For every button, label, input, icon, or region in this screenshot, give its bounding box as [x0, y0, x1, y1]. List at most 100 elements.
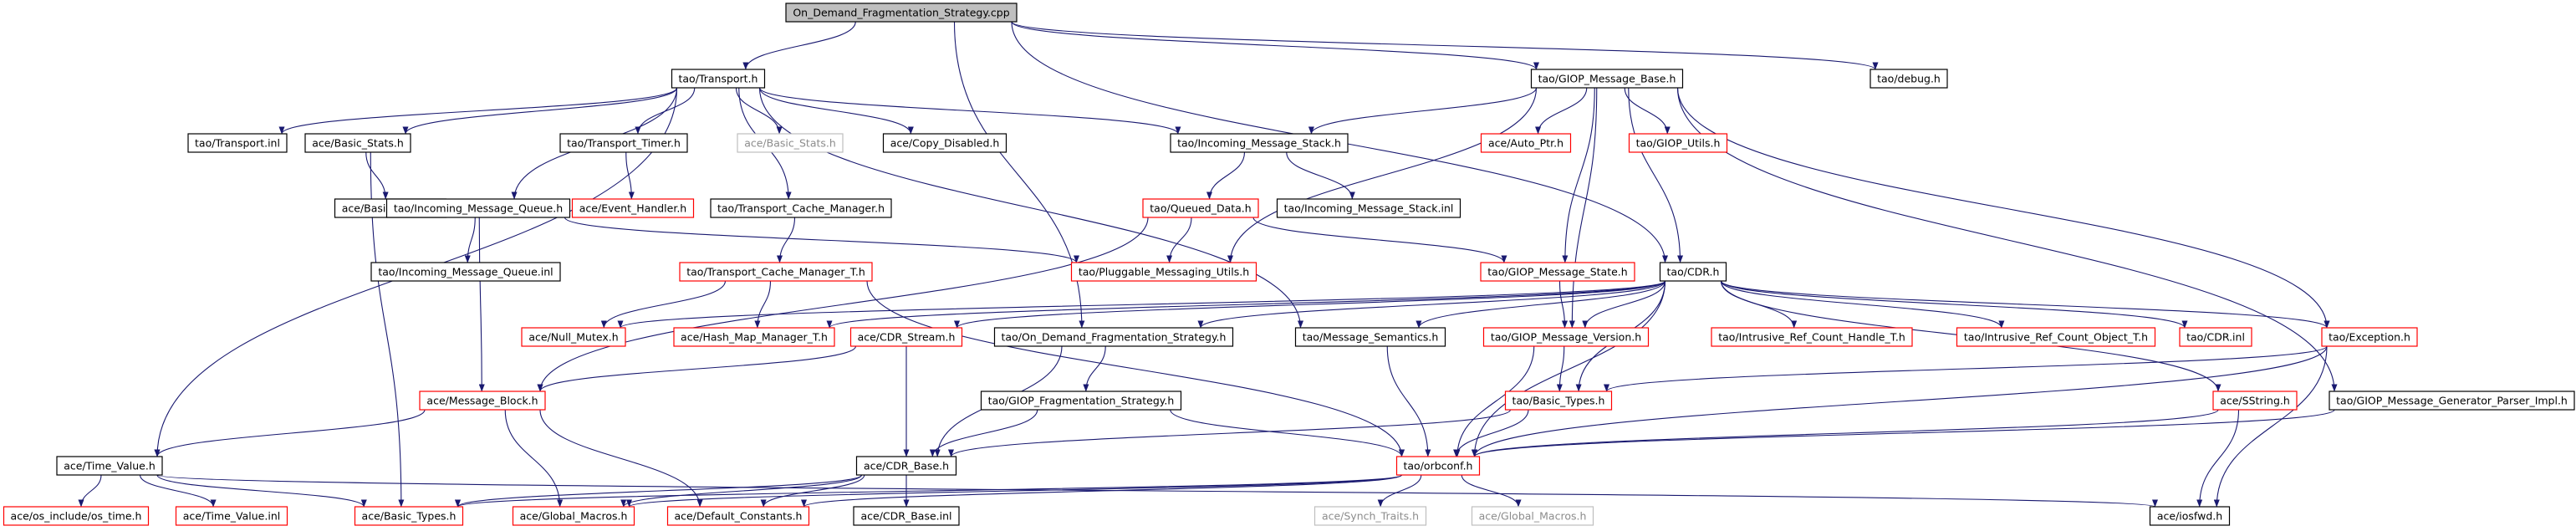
node-ace-copy-disabled-h[interactable]: ace/Copy_Disabled.h	[882, 133, 1007, 153]
node-ace-sstring-h[interactable]: ace/SString.h	[2212, 391, 2298, 411]
node-ace-cdr-base-h[interactable]: ace/CDR_Base.h	[855, 456, 957, 476]
node-box	[1395, 456, 1481, 476]
node-exception-h[interactable]: tao/Exception.h	[2321, 327, 2418, 347]
edge-ace_time_value_h-to-ace_basic_types_h	[156, 474, 367, 508]
edge-root-to-debug_h	[1011, 21, 1879, 70]
node-box	[2149, 506, 2231, 526]
node-label: tao/Message_Semantics.h	[1303, 331, 1439, 344]
node-transport-h[interactable]: tao/Transport.h	[671, 69, 766, 89]
node-box	[2179, 327, 2252, 347]
node-label: On_Demand_Fragmentation_Strategy.cpp	[793, 7, 1009, 19]
edge-giop_message_base_h-to-incoming_message_stack_h	[1308, 87, 1538, 135]
node-box	[175, 506, 288, 526]
node-label: tao/Incoming_Message_Queue.inl	[378, 266, 553, 278]
edge-giop_message_base_h-to-ace_auto_ptr_h	[1535, 87, 1588, 135]
node-box	[3, 506, 150, 526]
node-box	[512, 506, 635, 526]
node-label: ace/Null_Mutex.h	[528, 331, 618, 344]
node-label: tao/debug.h	[1877, 73, 1941, 85]
node-ace-default-constants-h[interactable]: ace/Default_Constants.h	[666, 506, 810, 526]
node-ace-hash-map-manager-t-h[interactable]: ace/Hash_Map_Manager_T.h	[673, 327, 835, 347]
node-on-demand-fragmentation-strategy-h[interactable]: tao/On_Demand_Fragmentation_Strategy.h	[993, 327, 1234, 347]
node-incoming-message-queue-h[interactable]: tao/Incoming_Message_Queue.h	[385, 198, 571, 218]
node-giop-message-state-h[interactable]: tao/GIOP_Message_State.h	[1480, 262, 1635, 282]
node-label: tao/Incoming_Message_Queue.h	[394, 202, 563, 215]
node-intrusive-ref-count-object-t-h[interactable]: tao/Intrusive_Ref_Count_Object_T.h	[1956, 327, 2156, 347]
node-intrusive-ref-count-handle-t-h[interactable]: tao/Intrusive_Ref_Count_Handle_T.h	[1711, 327, 1913, 347]
node-box	[882, 133, 1007, 153]
edge-transport_h-to-transport_inl	[278, 87, 678, 135]
edge-incoming_message_stack_h-to-incoming_message_stack_inl	[1286, 151, 1355, 200]
node-box	[666, 506, 810, 526]
node-box	[304, 133, 411, 153]
node-ace-event-handler-h[interactable]: ace/Event_Handler.h	[571, 198, 695, 218]
node-cdr-inl[interactable]: tao/CDR.inl	[2179, 327, 2252, 347]
node-ace-global-macros-h[interactable]: ace/Global_Macros.h	[512, 506, 635, 526]
node-label: tao/GIOP_Message_Generator_Parser_Impl.h	[2336, 395, 2568, 407]
node-ace-cdr-base-inl[interactable]: ace/CDR_Base.inl	[853, 506, 960, 526]
edge-giop_fragmentation_strategy_h-to-ace_cdr_base_h	[929, 409, 1038, 457]
node-ace-time-value-h[interactable]: ace/Time_Value.h	[56, 456, 163, 476]
node-giop-message-version-h[interactable]: tao/GIOP_Message_Version.h	[1482, 327, 1650, 347]
edge-transport_h-to-message_semantics_h	[758, 87, 1303, 329]
edge-transport_timer_h-to-ace_event_handler_h	[625, 151, 635, 200]
edge-transport_cache_manager_t_h-to-ace_null_mutex_h	[600, 280, 727, 329]
node-basic-types-h[interactable]: tao/Basic_Types.h	[1504, 391, 1613, 411]
node-incoming-message-stack-h[interactable]: tao/Incoming_Message_Stack.h	[1170, 133, 1349, 153]
edge-ace_time_value_h-to-ace_time_value_inl	[139, 474, 217, 508]
node-box	[1170, 133, 1349, 153]
node-box	[853, 506, 960, 526]
node-queued-data-h[interactable]: tao/Queued_Data.h	[1142, 198, 1259, 218]
node-root[interactable]: On_Demand_Fragmentation_Strategy.cpp	[785, 3, 1018, 23]
node-box	[1471, 506, 1594, 526]
nodes-layer: On_Demand_Fragmentation_Strategy.cpp tao/…	[3, 3, 2575, 526]
node-giop-fragmentation-strategy-h[interactable]: tao/GIOP_Fragmentation_Strategy.h	[980, 391, 1182, 411]
node-cdr-h[interactable]: tao/CDR.h	[1659, 262, 1727, 282]
node-ace-null-mutex-h[interactable]: ace/Null_Mutex.h	[521, 327, 626, 347]
node-label: ace/os_include/os_time.h	[11, 510, 142, 523]
node-transport-inl[interactable]: tao/Transport.inl	[187, 133, 288, 153]
edge-cdr_h-to-ace_cdr_stream_h	[954, 280, 1666, 329]
edge-basic_types_h-to-ace_cdr_base_h	[948, 409, 1512, 457]
node-ace-global-macros-h-sys: ace/Global_Macros.h	[1471, 506, 1594, 526]
node-box	[849, 327, 963, 347]
edge-cdr_h-to-message_semantics_h	[1416, 280, 1666, 329]
node-incoming-message-queue-inl[interactable]: tao/Incoming_Message_Queue.inl	[370, 262, 561, 282]
edge-giop_message_base_h-to-giop_message_version_h	[1569, 87, 1598, 329]
node-label: tao/CDR.h	[1667, 266, 1720, 278]
node-ace-cdr-stream-h[interactable]: ace/CDR_Stream.h	[849, 327, 963, 347]
edge-cdr_h-to-exception_h	[1720, 280, 2330, 329]
node-ace-auto-ptr-h[interactable]: ace/Auto_Ptr.h	[1480, 133, 1572, 153]
node-transport-cache-manager-t-h[interactable]: tao/Transport_Cache_Manager_T.h	[679, 262, 873, 282]
node-debug-h[interactable]: tao/debug.h	[1870, 69, 1948, 89]
node-ace-basic-types-h[interactable]: ace/Basic_Types.h	[354, 506, 464, 526]
edge-cdr_h-to-ace_null_mutex_h	[617, 280, 1666, 329]
node-transport-timer-h[interactable]: tao/Transport_Timer.h	[559, 133, 688, 153]
node-box	[710, 198, 892, 218]
edge-ace_time_value_h-to-ace_iosfwd_h	[156, 474, 2157, 508]
node-message-semantics-h[interactable]: tao/Message_Semantics.h	[1294, 327, 1446, 347]
node-giop-message-generator-parser-impl-h[interactable]: tao/GIOP_Message_Generator_Parser_Impl.h	[2329, 391, 2575, 411]
node-orbconf-h[interactable]: tao/orbconf.h	[1395, 456, 1481, 476]
node-label: tao/Pluggable_Messaging_Utils.h	[1079, 266, 1249, 278]
node-label: ace/Default_Constants.h	[675, 510, 803, 523]
edge-ace_basic_stats_h-to-ace_basic_stats_inl	[365, 151, 389, 200]
node-incoming-message-stack-inl[interactable]: tao/Incoming_Message_Stack.inl	[1276, 198, 1461, 218]
node-ace-os-include-os-time-h[interactable]: ace/os_include/os_time.h	[3, 506, 150, 526]
node-ace-time-value-inl[interactable]: ace/Time_Value.inl	[175, 506, 288, 526]
node-giop-message-base-h[interactable]: tao/GIOP_Message_Base.h	[1530, 69, 1684, 89]
edge-giop_fragmentation_strategy_h-to-orbconf_h	[1170, 409, 1405, 457]
node-giop-utils-h[interactable]: tao/GIOP_Utils.h	[1628, 133, 1728, 153]
edge-giop_message_base_h-to-giop_utils_h	[1624, 87, 1671, 135]
edge-incoming_message_queue_h-to-incoming_message_queue_inl	[464, 217, 476, 263]
edge-transport_cache_manager_h-to-transport_cache_manager_t_h	[777, 217, 796, 263]
node-pluggable-messaging-utils-h[interactable]: tao/Pluggable_Messaging_Utils.h	[1070, 262, 1257, 282]
edge-giop_message_base_h-to-pluggable_messaging_utils_h	[1227, 87, 1538, 263]
node-transport-cache-manager-h[interactable]: tao/Transport_Cache_Manager.h	[710, 198, 892, 218]
node-ace-basic-stats-h[interactable]: ace/Basic_Stats.h	[304, 133, 411, 153]
edge-cdr_h-to-ace_hash_map_manager_t_h	[826, 280, 1666, 329]
edge-giop_message_generator_parser_impl_h-to-orbconf_h	[1472, 409, 2335, 457]
node-ace-iosfwd-h[interactable]: ace/iosfwd.h	[2149, 506, 2231, 526]
node-label: tao/Basic_Types.h	[1512, 395, 1605, 407]
node-ace-message-block-h[interactable]: ace/Message_Block.h	[419, 391, 546, 411]
